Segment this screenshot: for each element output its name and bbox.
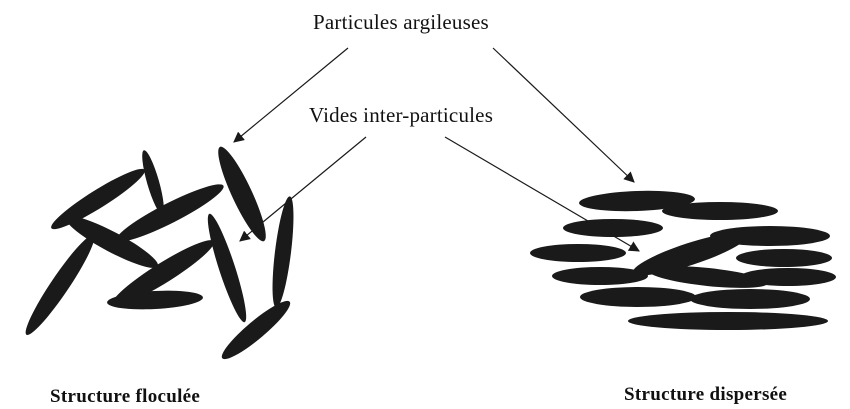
clay-particle [740,268,836,286]
arrow-clay-particles-to-flocculated [233,47,349,143]
clay-particle [530,244,626,262]
clay-particle [648,266,768,288]
dispersed-structure-label: Structure dispersée [624,384,788,405]
clay-particle [580,287,696,307]
clay-particle [218,146,266,242]
clay-particle [25,235,95,335]
clay-particle [116,184,224,242]
clay-particle [65,216,159,268]
clay-particles-label: Particules argileuses [313,10,489,34]
clay-particle [107,290,203,310]
clay-particle [563,219,663,237]
pointer-arrows [233,47,640,252]
flocculated-particle-cluster [25,146,294,360]
dispersed-particle-cluster [530,190,836,330]
inter-particle-voids-label: Vides inter-particules [309,103,494,127]
clay-particle [111,240,215,306]
clay-particle [628,312,828,330]
clay-particle [632,232,748,276]
flocculated-structure-label: Structure floculée [50,386,201,407]
arrow-voids-to-flocculated [239,136,367,242]
clay-particle [272,196,294,308]
clay-particle [51,168,145,230]
clay-particle [221,300,291,360]
arrow-clay-particles-to-dispersed [492,47,635,183]
arrow-voids-to-dispersed [444,136,640,252]
clay-particle [552,267,648,285]
clay-particle [207,213,247,323]
clay-particle [662,202,778,220]
clay-particle [579,190,695,212]
clay-particle [736,249,832,267]
clay-particle [690,289,810,309]
clay-particle [142,150,164,214]
